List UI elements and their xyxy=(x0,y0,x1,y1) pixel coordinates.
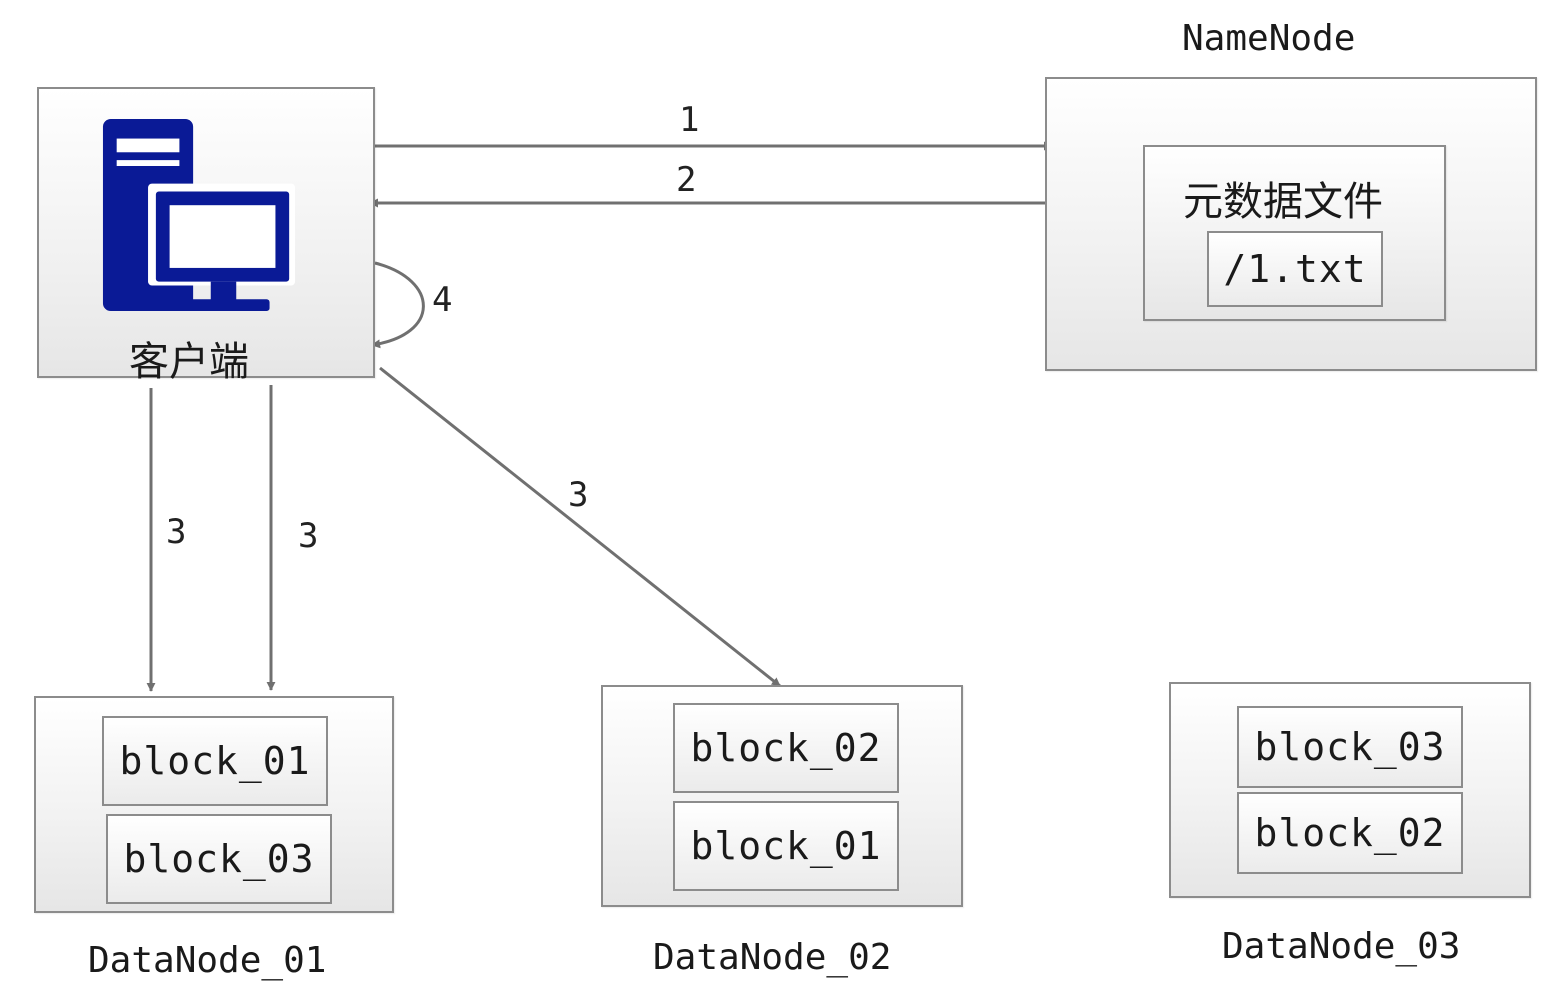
datanode-02: block_02 block_01 xyxy=(601,685,963,907)
block-item: block_02 xyxy=(673,703,899,793)
block-item: block_03 xyxy=(1237,706,1463,788)
metadata-title: 元数据文件 xyxy=(1183,179,1383,225)
step-label-1: 1 xyxy=(679,100,700,140)
block-item: block_01 xyxy=(102,716,328,806)
edge-3c xyxy=(379,366,781,688)
metadata-file: /1.txt xyxy=(1207,231,1383,307)
block-item: block_03 xyxy=(106,814,332,904)
namenode: 元数据文件 /1.txt xyxy=(1045,77,1537,371)
datanode-01-title: DataNode_01 xyxy=(88,940,327,981)
step-label-2: 2 xyxy=(676,160,697,200)
step-label-3c: 3 xyxy=(568,475,589,515)
step-label-3a: 3 xyxy=(166,512,187,552)
edge-4 xyxy=(371,261,425,349)
metadata-panel: 元数据文件 /1.txt xyxy=(1143,145,1446,321)
datanode-01: block_01 block_03 xyxy=(34,696,394,913)
datanode-03: block_03 block_02 xyxy=(1169,682,1531,898)
datanode-02-title: DataNode_02 xyxy=(653,937,892,978)
block-item: block_01 xyxy=(673,801,899,891)
step-label-4: 4 xyxy=(432,280,453,320)
namenode-title: NameNode xyxy=(1182,18,1356,59)
client-label: 客户端 xyxy=(129,339,249,385)
block-item: block_02 xyxy=(1237,792,1463,874)
computer-icon xyxy=(102,118,296,312)
datanode-03-title: DataNode_03 xyxy=(1222,926,1461,967)
client-node: 客户端 xyxy=(37,87,375,385)
step-label-3b: 3 xyxy=(298,516,319,556)
